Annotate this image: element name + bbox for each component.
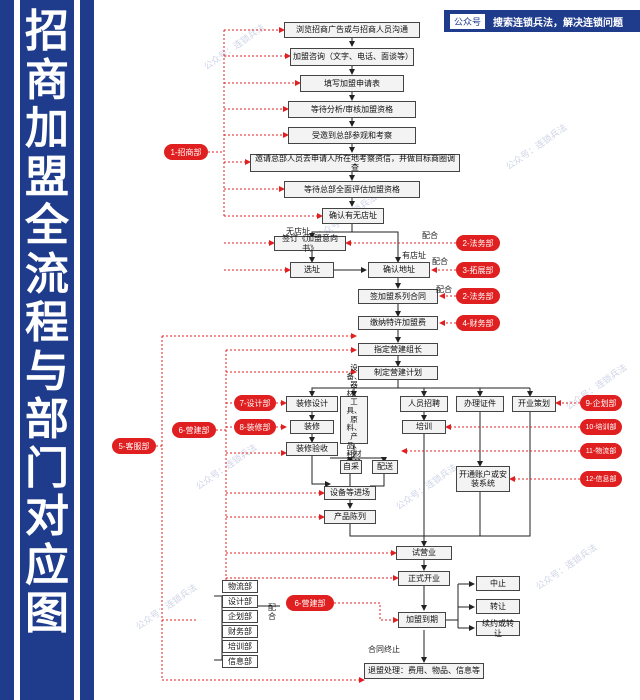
step-consult: 加盟咨询（文字、电话、面谈等） xyxy=(290,48,414,66)
dept-pill-planning: 9-企划部 xyxy=(580,395,622,411)
label-has-site: 有店址 xyxy=(402,251,426,260)
dept-pill-it: 12-信息部 xyxy=(580,471,622,487)
step-licenses: 办理证件 xyxy=(456,396,504,412)
label-cooperate: 配合 xyxy=(422,231,438,240)
step-intent-letter: 签订《加盟意向书》 xyxy=(274,234,346,253)
step-franchise-fee: 缴纳特许加盟费 xyxy=(358,316,438,330)
step-equipment-in: 设备等进场 xyxy=(324,486,376,500)
step-display: 产品陈列 xyxy=(324,510,376,524)
step-decoration-accept: 装修验收 xyxy=(286,442,338,456)
step-transfer: 转让 xyxy=(476,599,520,614)
label-no-site: 无店址 xyxy=(286,227,310,236)
step-equipment: 设备、器材、工具、原料、产品、耗材等确定 xyxy=(340,363,368,475)
step-self-purchase: 自采 xyxy=(340,460,362,474)
dept-pill-decoration: 8-装修部 xyxy=(234,419,276,435)
dept-finance: 财务部 xyxy=(222,625,258,638)
brand-banner: 公众号 搜索连锁兵法，解决连锁问题 xyxy=(444,10,640,32)
step-opening-plan: 开业策划 xyxy=(512,396,556,412)
brand-label: 公众号 xyxy=(450,13,486,29)
step-check-site: 确认有无店址 xyxy=(322,208,384,224)
step-review: 等待分析/审核加盟资格 xyxy=(288,101,416,118)
page-title: 招 商 加 盟 全 流 程 与 部 门 对 应 图 xyxy=(25,7,69,638)
dept-design: 设计部 xyxy=(222,595,258,608)
dept-pill-design: 7-设计部 xyxy=(234,395,276,411)
step-training: 培训 xyxy=(402,420,446,434)
label-cooperate: 配合 xyxy=(432,257,448,266)
step-open-account: 开通账户或安装系统 xyxy=(456,466,510,492)
step-withdrawal: 退盟处理：费用、物品、信息等 xyxy=(364,663,484,679)
step-browse-ads: 浏览招商广告或与招商人员沟通 xyxy=(284,22,420,38)
label-contract-end: 合同终止 xyxy=(368,645,400,654)
dept-pill-legal-2: 2-法务部 xyxy=(456,288,500,304)
dept-pill-expansion: 3-拓展部 xyxy=(456,262,500,278)
dept-it: 信息部 xyxy=(222,655,258,668)
dept-pill-investment: 1-招商部 xyxy=(164,144,208,160)
dept-logistics: 物流部 xyxy=(222,580,258,593)
dept-pill-construction: 6-营建部 xyxy=(172,422,216,438)
step-select-site: 选址 xyxy=(290,262,334,278)
step-delivery: 配送 xyxy=(372,460,398,474)
dept-pill-logistics: 11-物流部 xyxy=(580,443,622,459)
step-contracts: 签加盟系列合同 xyxy=(358,289,438,304)
step-visit-hq: 受邀到总部参观和考察 xyxy=(288,127,416,144)
step-apply: 填写加盟申请表 xyxy=(300,75,404,92)
step-assign-leader: 指定营建组长 xyxy=(358,343,438,356)
step-build-plan: 制定营建计划 xyxy=(358,366,438,380)
dept-pill-finance: 4-财务部 xyxy=(456,315,500,331)
step-franchise-expiry: 加盟到期 xyxy=(398,612,446,628)
dept-pill-legal: 2-法务部 xyxy=(456,235,500,251)
step-trial-operation: 试营业 xyxy=(396,546,452,560)
title-banner-core xyxy=(20,0,74,700)
dept-pill-customer-service: 5-客服部 xyxy=(112,438,156,454)
dept-pill-construction-2: 6-营建部 xyxy=(286,595,334,611)
label-cooperate-vertical: 配合 xyxy=(268,603,276,621)
step-terminate: 中止 xyxy=(476,576,520,591)
step-decoration: 装修 xyxy=(290,420,334,434)
step-evaluate: 等待总部全面评估加盟资格 xyxy=(284,181,420,198)
step-renew-or-transfer: 续约或转让 xyxy=(476,619,520,638)
brand-text: 搜索连锁兵法，解决连锁问题 xyxy=(493,17,624,29)
step-decoration-design: 装修设计 xyxy=(286,396,338,412)
step-site-survey: 邀请总部人员去申请人所在地考察资信，并做目标商圈调查 xyxy=(250,154,460,172)
dept-planning: 企划部 xyxy=(222,610,258,623)
step-confirm-site: 确认地址 xyxy=(368,262,430,278)
step-grand-opening: 正式开业 xyxy=(398,571,450,586)
dept-pill-training: 10-培训部 xyxy=(580,419,622,435)
step-recruit: 人员招聘 xyxy=(400,396,448,412)
label-cooperate: 配合 xyxy=(436,285,452,294)
dept-training: 培训部 xyxy=(222,640,258,653)
